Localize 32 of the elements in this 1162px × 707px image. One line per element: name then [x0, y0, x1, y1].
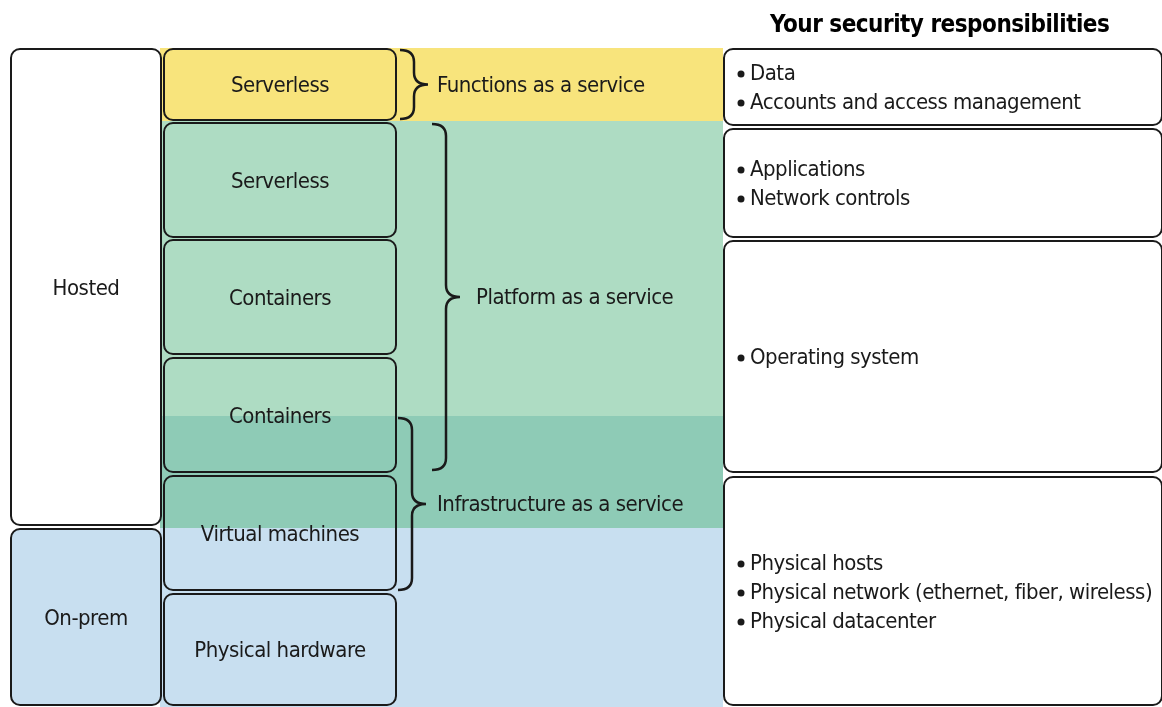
layer-box: [163, 48, 397, 121]
bullet-text: Network controls: [750, 185, 910, 210]
bullet-text: Accounts and access management: [750, 89, 1081, 114]
layer-label: On-prem: [44, 604, 128, 630]
bullet-text: Physical network (ethernet, fiber, wireless): [750, 578, 1153, 604]
deployment-box: [10, 528, 162, 706]
responsibility-box: [723, 476, 1162, 706]
layer-box: [163, 593, 397, 706]
deployment-box: [10, 48, 162, 526]
service-label: Infrastructure as a service: [437, 491, 684, 516]
responsibility-box: [723, 128, 1162, 238]
layer-box: [163, 239, 397, 355]
layer-label: Containers: [228, 402, 331, 428]
bullet-text: Data: [750, 60, 796, 85]
layer-box: [163, 122, 397, 238]
layer-label: Hosted: [52, 274, 120, 300]
service-label: Functions as a service: [437, 72, 645, 97]
bullet-text: Physical datacenter: [750, 607, 936, 633]
bullet-text: Operating system: [750, 344, 919, 369]
column-heading: Your security responsibilities: [770, 10, 1110, 38]
responsibility-box: [723, 48, 1162, 126]
layer-label: Physical hardware: [194, 637, 366, 662]
layer-box: [163, 357, 397, 473]
layer-label: Serverless: [230, 167, 330, 193]
bullet-text: Physical hosts: [750, 549, 883, 575]
responsibility-box: [723, 240, 1162, 473]
service-label: Platform as a service: [476, 284, 674, 309]
layer-label: Serverless: [230, 72, 330, 97]
bullet-text: Applications: [750, 156, 865, 181]
layer-label: Virtual machines: [200, 520, 360, 546]
layer-box: [163, 475, 397, 591]
layer-label: Containers: [228, 284, 331, 310]
